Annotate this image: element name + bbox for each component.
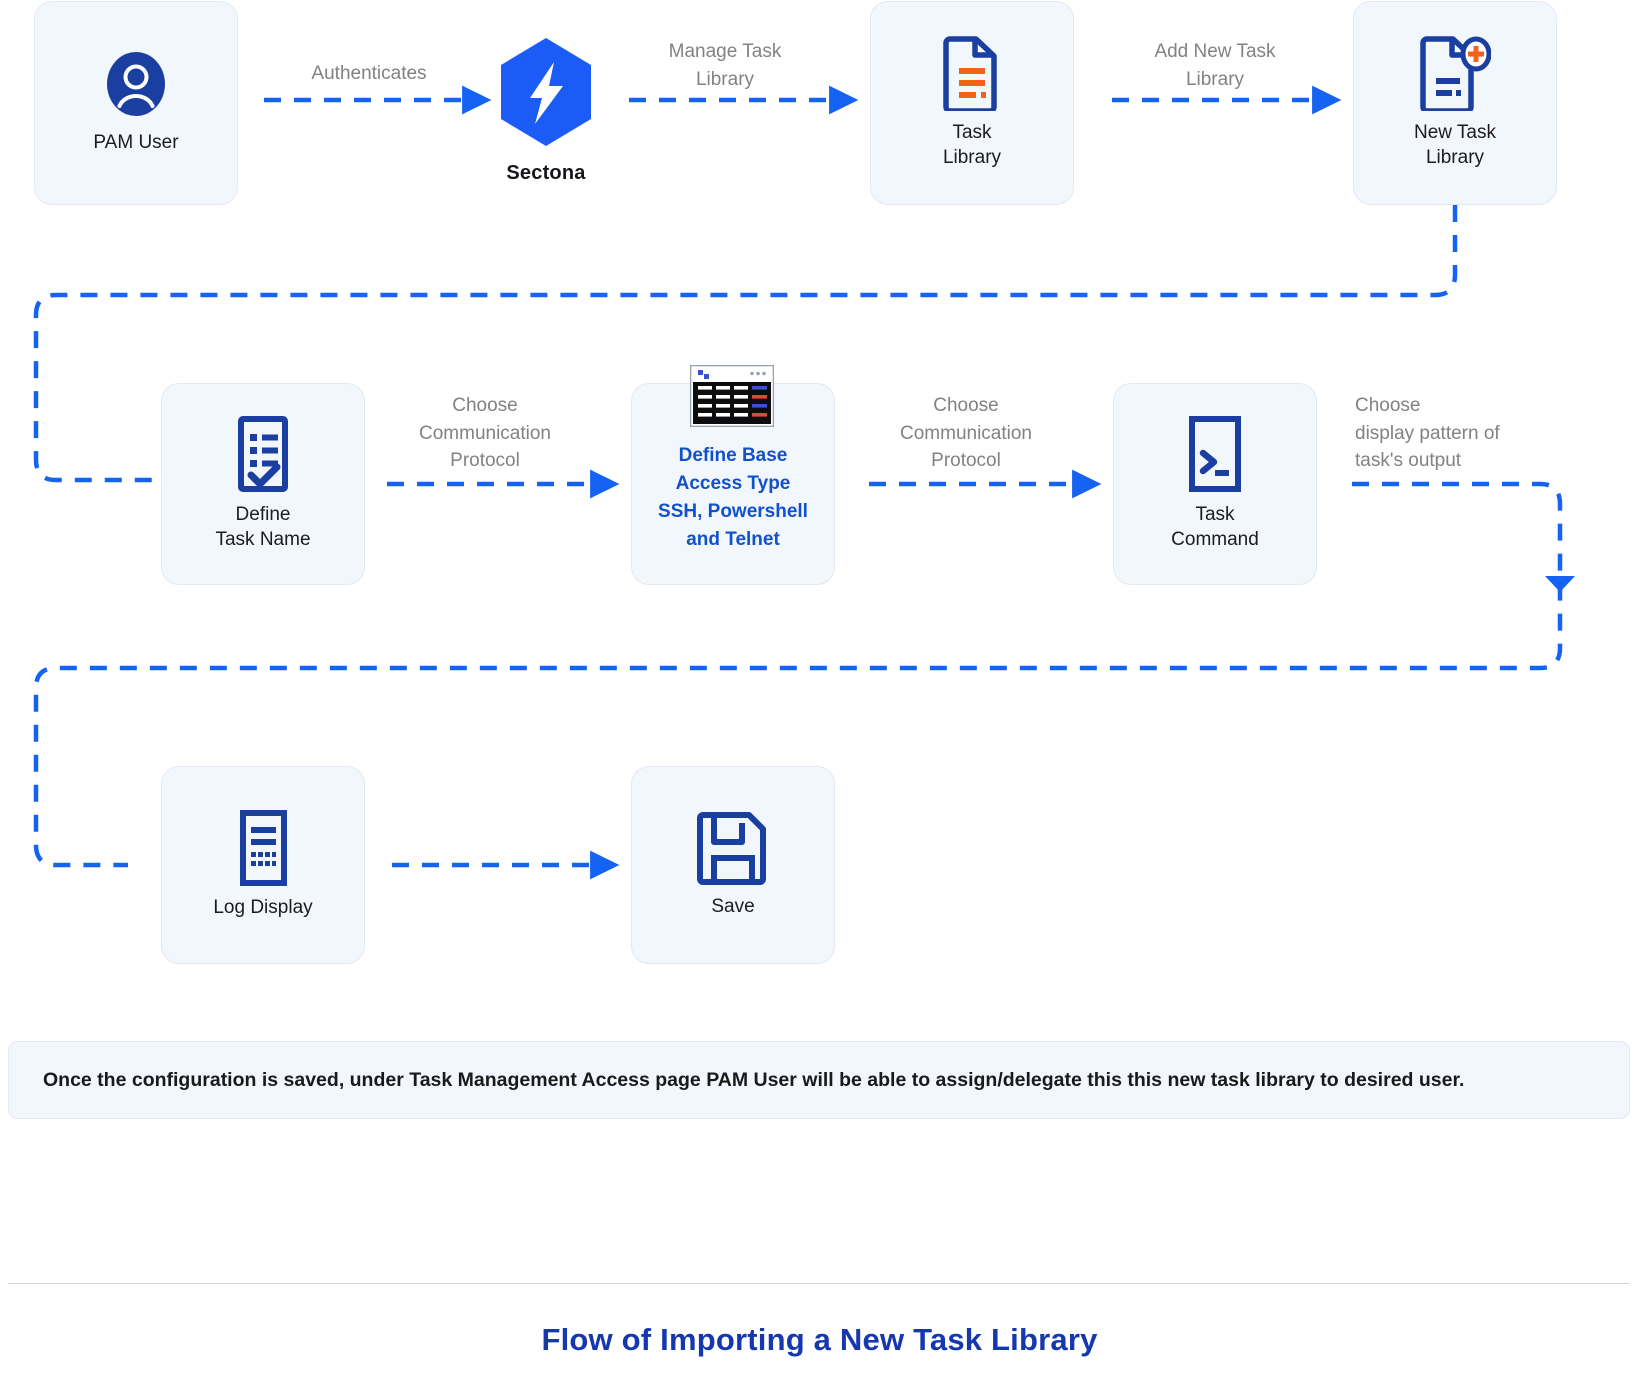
node-sectona[interactable]: Sectona [487,36,605,185]
edge-label-manage-task-library: Manage Task Library [668,41,782,90]
edge-label-choose-protocol-1: Choose Communication Protocol [419,395,551,472]
node-label: Define Task Name [215,504,311,550]
node-label: PAM User [93,131,179,153]
node-pam-user[interactable]: PAM User [34,1,238,205]
terminal-window-icon [689,364,775,432]
sectona-logo-icon [501,38,591,146]
edge-label-choose-display-pattern: Choose display pattern of task's output [1355,395,1500,472]
node-label: Save [711,895,755,917]
node-log-display[interactable]: Log Display [161,766,365,964]
log-lines-icon [232,809,294,886]
node-task-library[interactable]: Task Library [870,1,1074,205]
node-label: Task Library [942,122,1002,168]
page-title: Flow of Importing a New Task Library [541,1322,1098,1357]
node-new-task-library[interactable]: New Task Library [1353,1,1557,205]
floppy-disk-icon [697,811,769,885]
document-list-icon [942,35,1002,112]
edge-label-add-new-task-library: Add New Task Library [1154,41,1276,90]
command-prompt-icon [1182,415,1248,493]
edge-label-authenticates: Authenticates [311,63,427,84]
note-text: Once the configuration is saved, under T… [43,1068,1465,1091]
arrowhead-down-row2 [1545,576,1575,592]
footer-divider [8,1283,1630,1284]
checklist-icon [232,415,294,493]
node-save[interactable]: Save [631,766,835,964]
edge-label-choose-protocol-2: Choose Communication Protocol [900,395,1032,472]
note-box: Once the configuration is saved, under T… [8,1041,1630,1119]
node-label: New Task Library [1413,122,1496,168]
node-label: Define Base Access Type SSH, Powershell … [658,444,808,551]
node-task-command[interactable]: Task Command [1113,383,1317,585]
user-avatar-icon [101,51,171,121]
node-define-task-name[interactable]: Define Task Name [161,383,365,585]
node-label: Sectona [506,162,586,184]
node-label: Log Display [213,896,313,918]
document-add-icon [1419,35,1491,112]
node-label: Task Command [1171,504,1259,550]
